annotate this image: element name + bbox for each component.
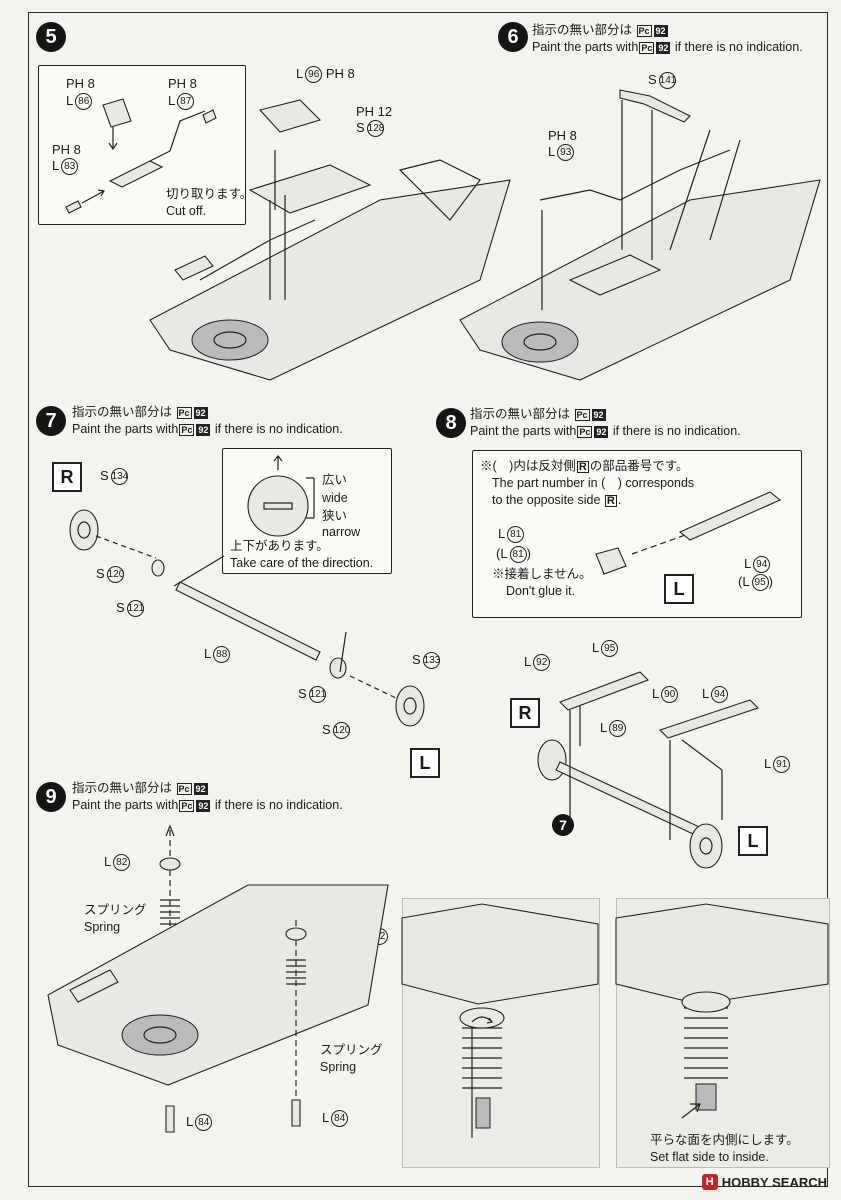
hobby-search-watermark: H HOBBY SEARCH [701,1174,827,1190]
right-side-marker-step8: R [510,698,540,728]
step-9-badge: 9 [36,782,66,812]
narrow-label: 狭い [322,509,348,523]
detail-spring-drawing-a [401,903,599,1138]
step-8-assembly-drawing [537,671,760,869]
instruction-page-frame [28,12,828,1187]
wide-label: 広い [322,473,348,487]
step-5-muffler-callout [38,65,246,225]
flat-side-note: 平らな面を内側にします。Set flat side to inside. [650,1133,799,1164]
wide-label-en: wide [322,491,348,505]
step-5-badge: 5 [36,22,66,52]
step-8-trailing-arm-callout [472,450,802,618]
left-side-marker-callout: L [664,574,694,604]
part-ph8-a: PH 8 [66,76,95,91]
step-5-chassis-drawing [149,99,511,381]
part-ph8-b: PH 8 [168,76,197,91]
detail-spring-drawing-b [615,903,829,1119]
step-5-muffler-drawing [65,98,217,214]
hobby-search-logo-icon: H [701,1174,718,1190]
part-ph8-c: PH 8 [52,142,81,157]
no-glue-note: ※接着しません。Don't glue it. [492,567,592,598]
step-8-callout-drawing [595,491,782,575]
ref-step-7-badge: 7 [552,814,574,836]
step-6-badge: 6 [498,22,528,52]
part-ph8-step6: PH 8 [548,128,577,143]
step-7-badge: 7 [36,406,66,436]
part-ph12: PH 12 [356,104,393,119]
step-7-axle-drawing [69,509,425,727]
left-side-marker-step7: L [410,748,440,778]
narrow-label-en: narrow [322,525,361,539]
step-5-cut-note: 切り取ります。Cut off. [166,187,253,218]
right-side-marker-step7: R [52,462,82,492]
step-7-direction-diagram [247,455,315,537]
step-6-chassis-drawing [459,89,821,381]
step-8-badge: 8 [436,408,466,438]
left-side-marker-step8: L [738,826,768,856]
step-9-rear-chassis-drawing [47,824,389,1133]
direction-note: 上下があります。Take care of the direction. [230,539,374,570]
